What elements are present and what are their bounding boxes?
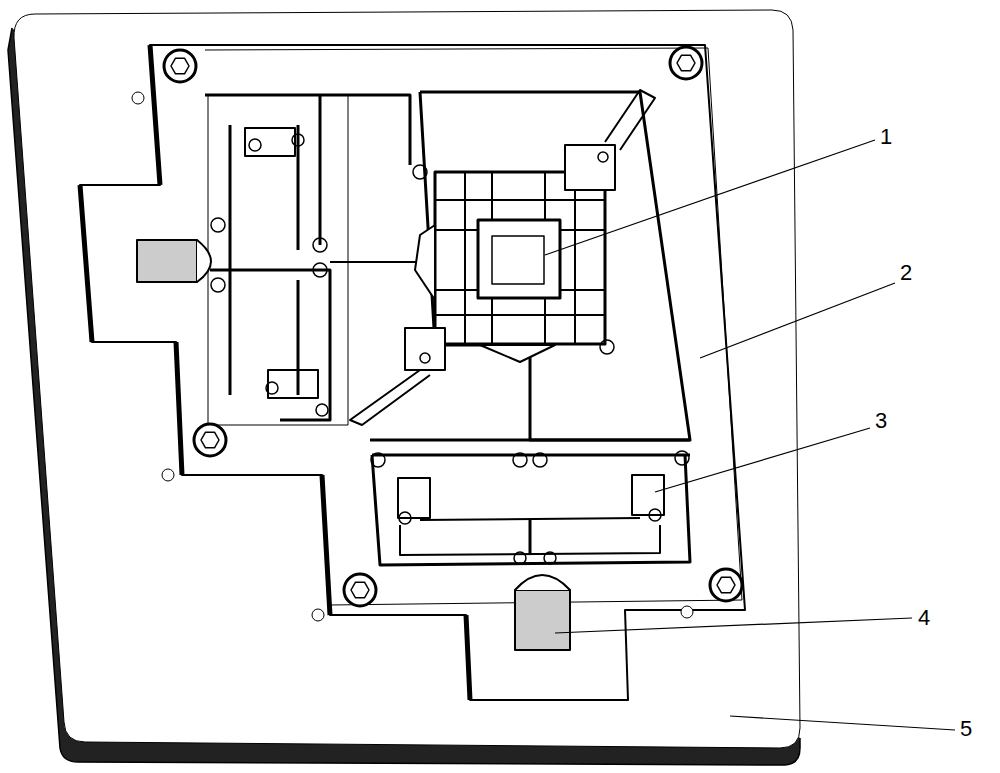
callout-number: 3 xyxy=(875,410,887,432)
block-shadow-edges xyxy=(80,45,470,700)
raised-block xyxy=(80,45,745,700)
bottom-cavity xyxy=(370,440,690,565)
callout-number: 4 xyxy=(918,607,930,629)
runner-hole xyxy=(598,152,608,162)
runner xyxy=(350,370,430,425)
base-plate xyxy=(14,10,800,748)
callout-number: 2 xyxy=(900,262,912,284)
gate-mouth xyxy=(515,575,570,590)
runner-hole xyxy=(420,353,430,363)
bolts xyxy=(164,47,742,606)
runner-block xyxy=(565,145,615,190)
runner-block xyxy=(405,328,445,370)
callout-number: 1 xyxy=(880,126,892,148)
bottom-gate xyxy=(515,590,570,650)
center-grid xyxy=(413,92,690,440)
dowel-holes xyxy=(132,92,693,621)
callout-number: 5 xyxy=(960,718,972,740)
left-cavity xyxy=(205,95,420,425)
gate-mouth xyxy=(197,240,211,282)
leader-lines xyxy=(545,140,955,730)
left-gate xyxy=(137,240,197,282)
runner xyxy=(605,90,655,150)
frame-line xyxy=(205,48,742,605)
